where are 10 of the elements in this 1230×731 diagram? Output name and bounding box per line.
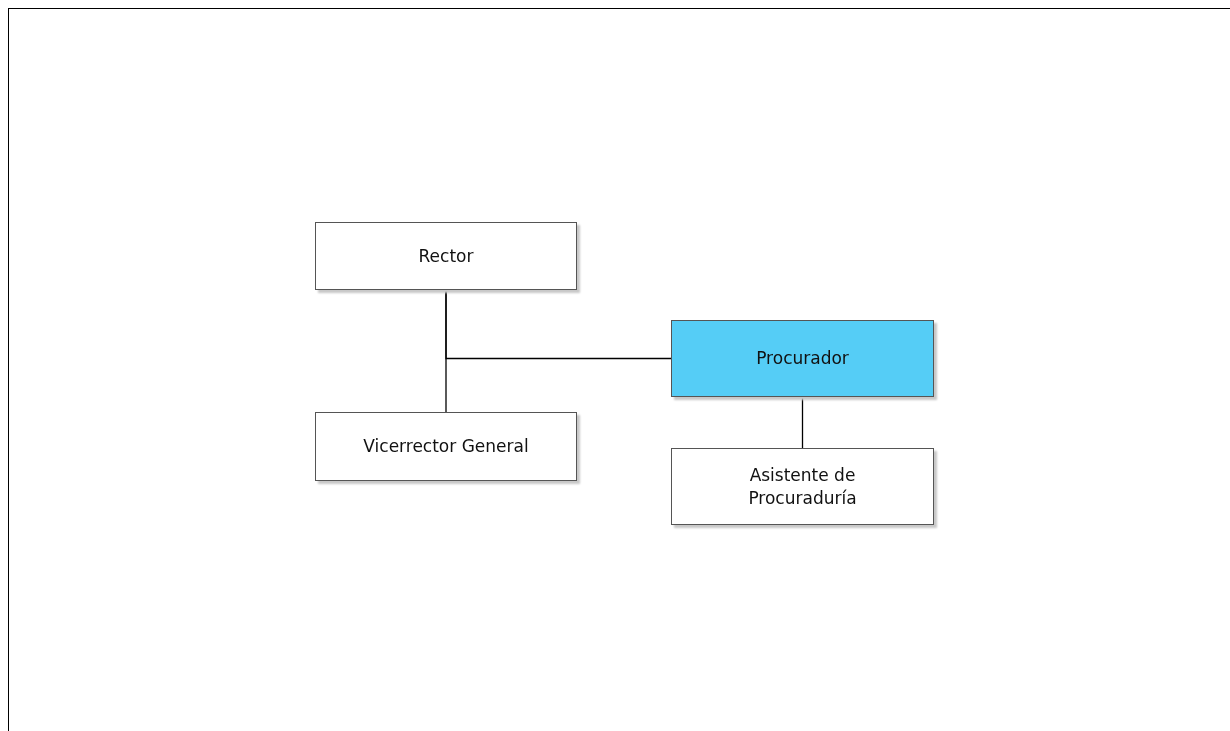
org-box: [671, 320, 934, 397]
org-box: [315, 412, 577, 481]
role-title: Procurador: [756, 347, 849, 370]
org-box: [315, 222, 577, 290]
connector-line: [801, 396, 804, 449]
connector-line: [445, 289, 672, 360]
role-title: Vicerrector General: [363, 435, 529, 458]
role-title: Asistente de Procuraduría: [747, 463, 858, 510]
org-box: [671, 448, 934, 525]
role-title: Rector: [418, 244, 474, 268]
